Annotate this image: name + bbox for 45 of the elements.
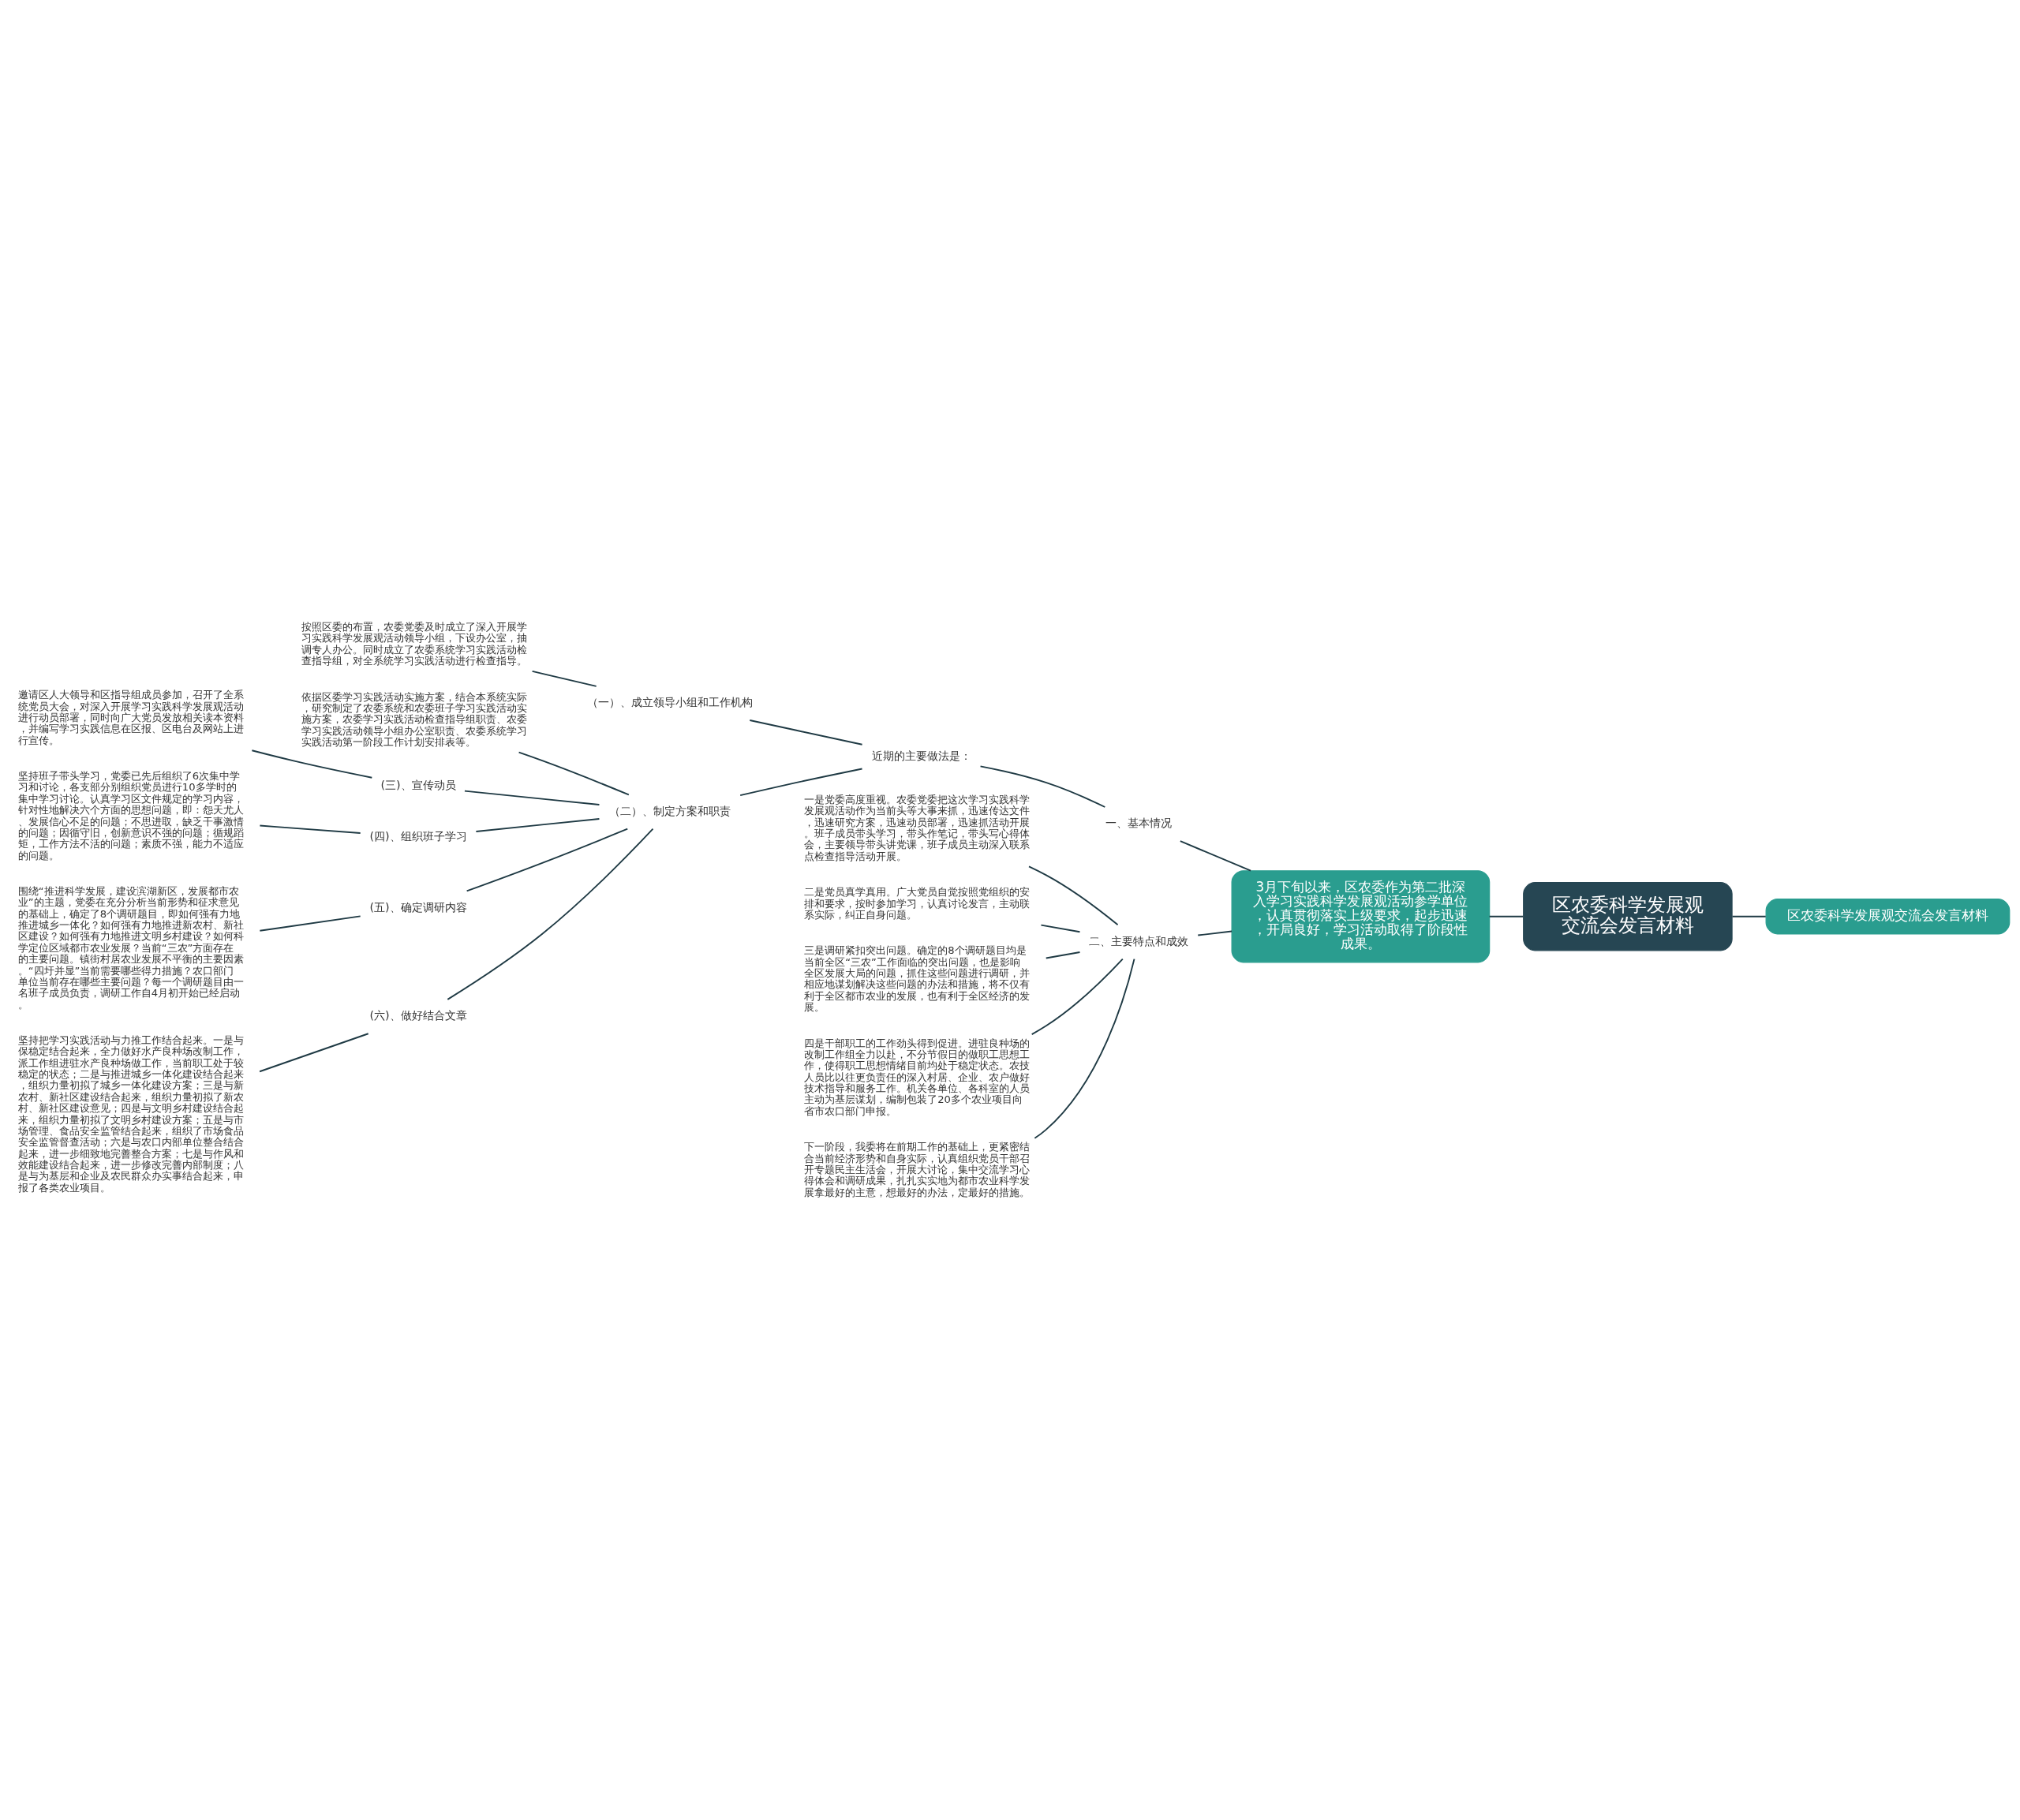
connector (749, 719, 863, 746)
connector (531, 670, 597, 687)
node-text: （一）、成立领导小组和工作机构 (586, 695, 753, 708)
node-text: (六)、做好结合文章 (369, 1008, 467, 1022)
node-text: 四是干部职工的工作劲头得到促进。进驻良种场的改制工作组全力以赴，不分节假日的做职工思想工作，使得职工思想情绪目前均处于稳定状态。农技人员比以往更负责任的深入村居、企业、农户做好技术指导和服务工作。机关各单位、各科室的人员主动为基层谋划，编制包装了20多个农业项目向省市农口部门申报。 (804, 1037, 1031, 1117)
connector (464, 790, 600, 805)
node-text: （二）、制定方案和职责 (608, 804, 731, 817)
connector (1731, 915, 1767, 917)
connector (466, 828, 629, 891)
node-text: 近期的主要做法是： (871, 749, 971, 762)
connector (475, 817, 600, 832)
connector (447, 828, 654, 1000)
connector (518, 751, 630, 795)
node-text: 邀请区人大领导和区指导组成员参加，召开了全系统党员大会，对深入开展学习实践科学发展观活动进行动员部署，同时向广大党员发放相关读本资料，并编写学习实践信息在区报、区电台及网站上进行宣传。 (17, 688, 244, 746)
node-text: 按照区委的布置，农委党委及时成立了深入开展学习实践科学发展观活动领导小组，下设办公室，抽调专人办公。同时成立了农委系统学习实践活动检查指导组，对全系统学习实践活动进行检查指导。 (301, 620, 527, 667)
node-text: 一是党委高度重视。农委党委把这次学习实践科学发展观活动作为当前头等大事来抓，迅速传达文件，迅速研究方案，迅速动员部署，迅速抓活动开展。班子成员带头学习，带头作笔记，带头写心得体会，主要领导带头讲党课，班子成员主动深入联系点检查指导活动开展。 (804, 793, 1031, 862)
node-box: 3月下旬以来，区农委作为第二批深入学习实践科学发展观活动参学单位，认真贯彻落实上级要求，起步迅速，开局良好，学习活动取得了阶段性成果。 (1231, 869, 1491, 962)
connector (1197, 930, 1233, 936)
connector (979, 764, 1106, 808)
node-text: 三是调研紧扣突出问题。确定的8个调研题目均是当前全区“三农”工作面临的突出问题，也是影响全区发展大局的问题，抓住这些问题进行调研，并相应地谋划解决这些问题的办法和措施，将不仅有利于全区都市农业的发展，也有利于全区经济的发展。 (804, 944, 1031, 1013)
node-text: 依据区委学习实践活动实施方案，结合本系统实际，研究制定了农委系统和农委班子学习实践活动实施方案，农委学习实践活动检查指导组职责、农委学习实践活动领导小组办公室职责、农委系统学习实践活动第一阶段工作计划安排表等。 (301, 690, 527, 748)
node-text: 围绕“推进科学发展，建设滨湖新区，发展都市农业”的主题，党委在充分分析当前形势和征求意见的基础上，确定了8个调研题目，即如何强有力地推进城乡一体化？如何强有力地推进新农村、新社区建设？如何强有力地推进文明乡村建设？如何科学定位区域都市农业发展？当前“三农”方面存在的主要问题。镇街村居农业发展不平衡的主要因素。“四圩并显”当前需要哪些得力措施？农口部门单位当前存在哪些主要问题？每一个调研题目由一名班子成员负责，调研工作自4月初开始已经启动。 (17, 884, 244, 1011)
node-text: 二是党员真学真用。广大党员自觉按照党组织的安排和要求，按时参加学习，认真讨论发言，主动联系实际，纠正自身问题。 (804, 885, 1031, 921)
connector (259, 824, 361, 834)
node-text: (三)、宣传动员 (380, 778, 456, 791)
node-box: 区农委科学发展观交流会发言材料 (1765, 898, 2011, 934)
connector (1045, 951, 1081, 959)
connector (739, 768, 863, 796)
connector (1034, 958, 1135, 1139)
connector (251, 749, 373, 779)
node-text: 一、基本情况 (1105, 816, 1173, 829)
connector (1488, 915, 1524, 917)
node-text: 下一阶段，我委将在前期工作的基础上，更紧密结合当前经济形势和自身实际，认真组织党员干部召开专题民主生活会，开展大讨论，集中交流学习心得体会和调研成果，扎扎实实地为都市农业科学发展拿最好的主意，想最好的办法，定最好的措施。 (804, 1140, 1031, 1198)
connector (1179, 839, 1251, 872)
node-text: 二、主要特点和成效 (1089, 934, 1189, 947)
node-text: 坚持班子带头学习，党委已先后组织了6次集中学习和讨论，各支部分别组织党员进行10多学时的集中学习讨论。认真学习区文件规定的学习内容，针对性地解决六个方面的思想问题，即：怨天尤人、发展信心不足的问题；不思进取，缺乏干事激情的问题；因循守旧，创新意识不强的问题；循规蹈矩，工作方法不活的问题；素质不强，能力不适应的问题。 (17, 769, 244, 861)
node-text: (四)、组织班子学习 (369, 829, 467, 843)
node-box: 区农委科学发展观交流会发言材料 (1523, 881, 1733, 951)
connector (1028, 865, 1119, 925)
connector (1031, 958, 1124, 1035)
connector (259, 1032, 369, 1072)
connector (1040, 924, 1081, 932)
connector (259, 914, 361, 932)
node-text: (五)、确定调研内容 (369, 900, 467, 914)
node-text: 坚持把学习实践活动与力推工作结合起来。一是与保稳定结合起来，全力做好水产良种场改制工作，派工作组进驻水产良种场做工作，当前职工处于较稳定的状态；二是与推进城乡一体化建设结合起来，组织力量初拟了城乡一体化建设方案；三是与新农村、新社区建设结合起来，组织力量初拟了新农村、新社区建设意见；四是与文明乡村建设结合起来，组织力量初拟了文明乡村建设方案；五是与市场管理、食品安全监管结合起来，组织了市场食品安全监管督查活动；六是与农口内部单位整合结合起来，进一步细致地完善整合方案；七是与作风和效能建设结合起来，进一步修改完善内部制度；八是与为基层和企业及农民群众办实事结合起来，申报了各类农业项目。 (17, 1033, 244, 1194)
